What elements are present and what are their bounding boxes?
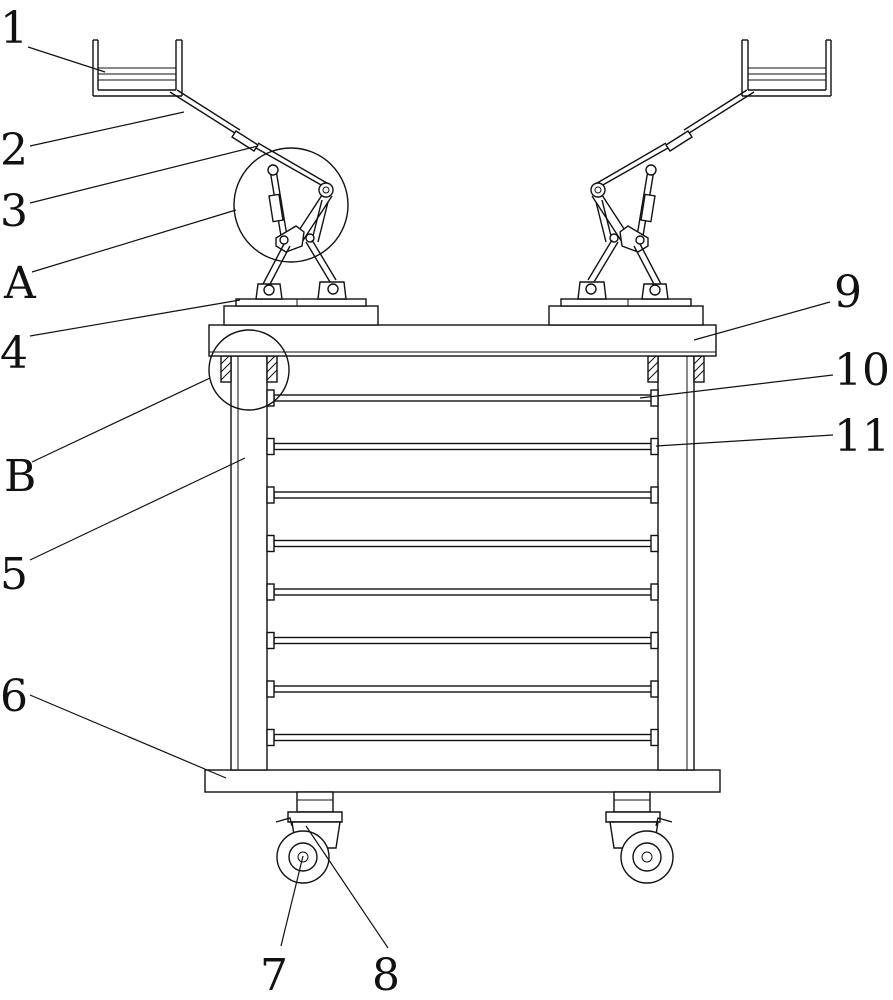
- leader-lines: [27, 46, 834, 949]
- leader-a: [31, 209, 237, 273]
- shelf-bar: [266, 389, 659, 407]
- right-tray: [741, 39, 832, 97]
- leader-7: [280, 855, 304, 947]
- leader-5: [29, 457, 246, 561]
- right-caster: [605, 791, 674, 884]
- label-7: 7: [260, 950, 288, 1000]
- leader-4: [29, 299, 241, 337]
- top-plate: [208, 324, 717, 357]
- leader-b: [31, 377, 211, 463]
- left-caster: [275, 791, 343, 884]
- label-8: 8: [372, 950, 400, 1000]
- leader-8: [305, 825, 389, 949]
- shelf-bars: [266, 389, 659, 747]
- leader-10: [639, 374, 834, 399]
- leader-2: [29, 111, 185, 147]
- leader-3: [29, 145, 259, 204]
- label-9: 9: [834, 267, 862, 318]
- left-base-pad: [223, 298, 379, 326]
- shelf-bar: [266, 486, 659, 504]
- shelf-bar: [266, 728, 659, 747]
- detail-circle-b: [208, 329, 290, 411]
- label-10: 10: [834, 345, 890, 396]
- label-1: 1: [0, 3, 28, 54]
- detail-circle-a: [233, 147, 349, 263]
- left-tray: [92, 39, 183, 97]
- label-4: 4: [0, 328, 28, 379]
- leader-9: [693, 301, 831, 341]
- leader-6: [29, 694, 227, 779]
- label-3: 3: [0, 186, 28, 237]
- shelf-bar: [266, 534, 659, 553]
- left-column: [230, 355, 268, 771]
- shelf-bar: [266, 631, 659, 650]
- label-6: 6: [0, 671, 28, 722]
- right-arm-assembly: [577, 39, 832, 300]
- leader-1: [27, 46, 106, 73]
- leader-11: [655, 434, 834, 447]
- label-a: A: [3, 258, 37, 309]
- shelf-bar: [266, 583, 659, 601]
- shelf-bar: [266, 437, 659, 456]
- label-b: B: [4, 451, 36, 502]
- right-base-pad: [548, 298, 704, 326]
- left-arm-assembly: [92, 39, 349, 300]
- label-11: 11: [834, 411, 890, 462]
- label-2: 2: [0, 125, 28, 176]
- base-plate: [204, 769, 721, 793]
- label-5: 5: [0, 549, 28, 600]
- right-column: [657, 355, 695, 771]
- shelf-bar: [266, 680, 659, 698]
